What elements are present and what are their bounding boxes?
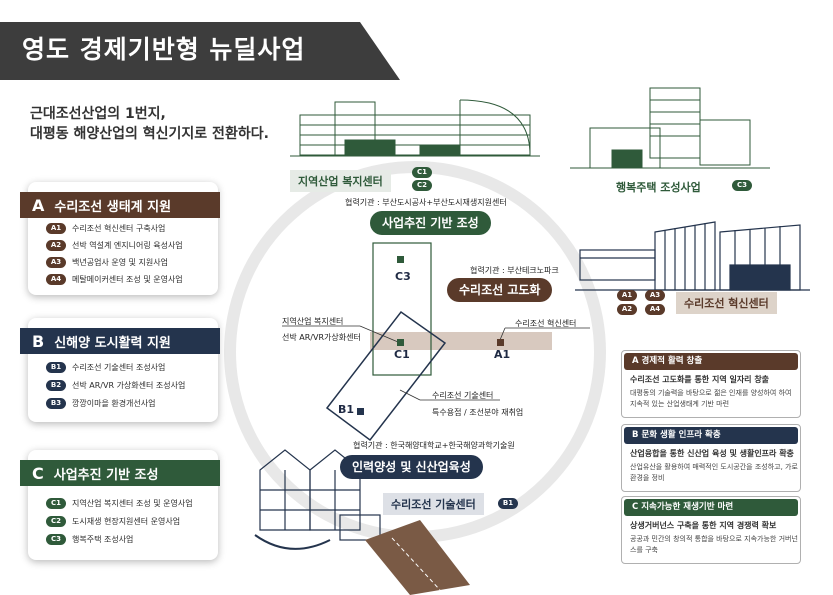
list-item: A1 수리조선 혁신센터 구축사업 — [46, 223, 165, 234]
building-label-housing: 행복주택 조성사업 — [616, 181, 701, 194]
goal-b-line1: 산업융합을 통한 신산업 육성 및 생활인프라 확충 — [630, 449, 794, 458]
item-code: C1 — [46, 498, 66, 509]
label-innovation-center: 수리조선 혁신센터 — [515, 319, 577, 328]
list-item: A4 메탈메이커센터 조성 및 운영사업 — [46, 274, 183, 285]
item-code: A4 — [46, 274, 66, 285]
list-item: A2 선박 역설계 엔지니어링 육성사업 — [46, 240, 183, 251]
building-code-innov-a1: A1 — [617, 290, 637, 301]
section-c-letter: C — [32, 463, 44, 483]
tech-center-road — [365, 520, 470, 595]
section-a-title: 수리조선 생태계 지원 — [54, 199, 172, 215]
tech-center-building — [254, 449, 381, 550]
item-code: A3 — [46, 257, 66, 268]
item-text: 도시재생 현장지원센터 운영사업 — [72, 517, 181, 526]
node-a1-label: A1 — [494, 348, 511, 361]
innovation-center-building — [575, 221, 810, 291]
section-card-b: B 신해양 도시활력 지원 B1 수리조선 기술센터 조성사업 B2 선박 AR/V… — [20, 318, 220, 422]
section-c-header: C 사업추진 기반 조성 — [20, 460, 220, 486]
section-a-letter: A — [32, 195, 45, 215]
item-code: B1 — [46, 362, 66, 373]
item-code: C3 — [46, 534, 66, 545]
building-label-innovation: 수리조선 혁신센터 — [676, 292, 777, 314]
building-code-housing: C3 — [732, 180, 752, 191]
innovation-band — [370, 332, 552, 350]
list-item: C3 행복주택 조성사업 — [46, 534, 133, 545]
building-code-welfare-2: C2 — [412, 180, 432, 191]
building-code-welfare-1: C1 — [412, 167, 432, 178]
goal-c-line2: 공공과 민간의 창의적 통합을 바탕으로 지속가능한 거버넌스를 구축 — [630, 535, 798, 554]
item-text: 깡깡이마을 환경개선사업 — [72, 399, 156, 408]
item-text: 메탈메이커센터 조성 및 운영사업 — [72, 275, 183, 284]
building-code-tech: B1 — [498, 498, 518, 509]
welfare-center-building — [290, 99, 540, 157]
goal-c-title: C 지속가능한 재생기반 마련 — [624, 499, 798, 516]
goal-a-title: A 경제적 활력 창출 — [624, 353, 798, 370]
building-code-innov-a4: A4 — [645, 304, 665, 315]
section-card-a: A 수리조선 생태계 지원 A1 수리조선 혁신센터 구축사업 A2 선박 역설계 … — [20, 182, 220, 295]
list-item: C2 도시재생 현장지원센터 운영사업 — [46, 516, 180, 527]
item-text: 행복주택 조성사업 — [72, 535, 134, 544]
label-special-welding: 특수용접 / 조선분야 재취업 — [432, 408, 524, 417]
list-item: C1 지역산업 복지센터 조성 및 운영사업 — [46, 498, 193, 509]
partner-top: 협력기관 : 부산도시공사+부산도시재생지원센터 — [345, 198, 507, 207]
label-welfare-center: 지역산업 복지센터 — [282, 317, 344, 326]
goal-c-line1: 상생거버넌스 구축을 통한 지역 경쟁력 확보 — [630, 521, 777, 530]
goal-card-b: B 문화 생활 인프라 확충 산업융합을 통한 신산업 육성 및 생활인프라 확… — [621, 424, 801, 492]
page-title: 영도 경제기반형 뉴딜사업 — [22, 35, 306, 64]
list-item: B3 깡깡이마을 환경개선사업 — [46, 398, 156, 409]
goal-a-line2: 대평동의 기술력을 바탕으로 젊은 인재를 양성하여 하여 지속적 있는 산업생… — [630, 389, 792, 408]
section-c-title: 사업추진 기반 조성 — [53, 467, 159, 483]
node-c1-marker — [397, 339, 404, 346]
area-b1-box — [325, 310, 447, 442]
pill-talent-industry: 인력양성 및 신산업육성 — [340, 455, 483, 479]
label-arvr-center: 선박 AR/VR가상화센터 — [282, 333, 361, 342]
list-item: B2 선박 AR/VR 가상화센터 조성사업 — [46, 380, 185, 391]
list-item: A3 백년공업사 운영 및 지원사업 — [46, 257, 168, 268]
item-text: 지역산업 복지센터 조성 및 운영사업 — [72, 499, 193, 508]
section-b-title: 신해양 도시활력 지원 — [54, 335, 171, 351]
partner-bottom: 협력기관 : 한국해양대학교+한국해양과학기술원 — [353, 441, 515, 450]
subtitle-line1: 근대조선산업의 1번지, — [30, 106, 166, 122]
node-c1-label: C1 — [394, 348, 410, 361]
node-c3-label: C3 — [395, 270, 411, 283]
goal-card-a: A 경제적 활력 창출 수리조선 고도화를 통한 지역 일자리 창출 대평동의 … — [621, 350, 801, 418]
building-label-welfare: 지역산업 복지센터 — [290, 170, 391, 192]
section-b-header: B 신해양 도시활력 지원 — [20, 328, 220, 354]
node-b1-marker — [357, 408, 364, 415]
building-label-tech: 수리조선 기술센터 — [383, 493, 484, 515]
goal-card-c: C 지속가능한 재생기반 마련 상생거버넌스 구축을 통한 지역 경쟁력 확보 … — [621, 496, 801, 564]
item-text: 수리조선 기술센터 조성사업 — [72, 363, 166, 372]
item-text: 수리조선 혁신센터 구축사업 — [72, 224, 166, 233]
item-text: 백년공업사 운영 및 지원사업 — [72, 258, 168, 267]
section-b-letter: B — [32, 331, 45, 351]
item-code: C2 — [46, 516, 66, 527]
item-text: 선박 AR/VR 가상화센터 조성사업 — [72, 381, 186, 390]
partner-right: 협력기관 : 부산테크노파크 — [470, 266, 559, 275]
item-code: B3 — [46, 398, 66, 409]
item-code: B2 — [46, 380, 66, 391]
node-b1-label: B1 — [338, 403, 355, 416]
node-c3-marker — [397, 256, 404, 263]
goal-a-line1: 수리조선 고도화를 통한 지역 일자리 창출 — [630, 375, 770, 384]
item-code: A2 — [46, 240, 66, 251]
section-a-header: A 수리조선 생태계 지원 — [20, 192, 220, 218]
pill-business-base: 사업추진 기반 조성 — [370, 211, 491, 235]
goal-b-title: B 문화 생활 인프라 확충 — [624, 427, 798, 444]
housing-building — [570, 87, 770, 169]
label-tech-center: 수리조선 기술센터 — [432, 391, 494, 400]
list-item: B1 수리조선 기술센터 조성사업 — [46, 362, 165, 373]
title-banner — [0, 22, 400, 80]
building-code-innov-a2: A2 — [617, 304, 637, 315]
section-card-c: C 사업추진 기반 조성 C1 지역산업 복지센터 조성 및 운영사업 C2 도시재… — [20, 450, 220, 560]
pill-repair-advance: 수리조선 고도화 — [447, 278, 553, 302]
subtitle-line2: 대평동 해양산업의 혁신기지로 전환하다. — [30, 126, 269, 142]
item-text: 선박 역설계 엔지니어링 육성사업 — [72, 241, 183, 250]
item-code: A1 — [46, 223, 66, 234]
node-a1-marker — [497, 339, 504, 346]
building-code-innov-a3: A3 — [645, 290, 665, 301]
goal-b-line2: 산업유산을 활용하여 매력적인 도시공간을 조성하고, 가로환경을 정비 — [630, 463, 798, 482]
area-c3-box — [372, 242, 432, 376]
